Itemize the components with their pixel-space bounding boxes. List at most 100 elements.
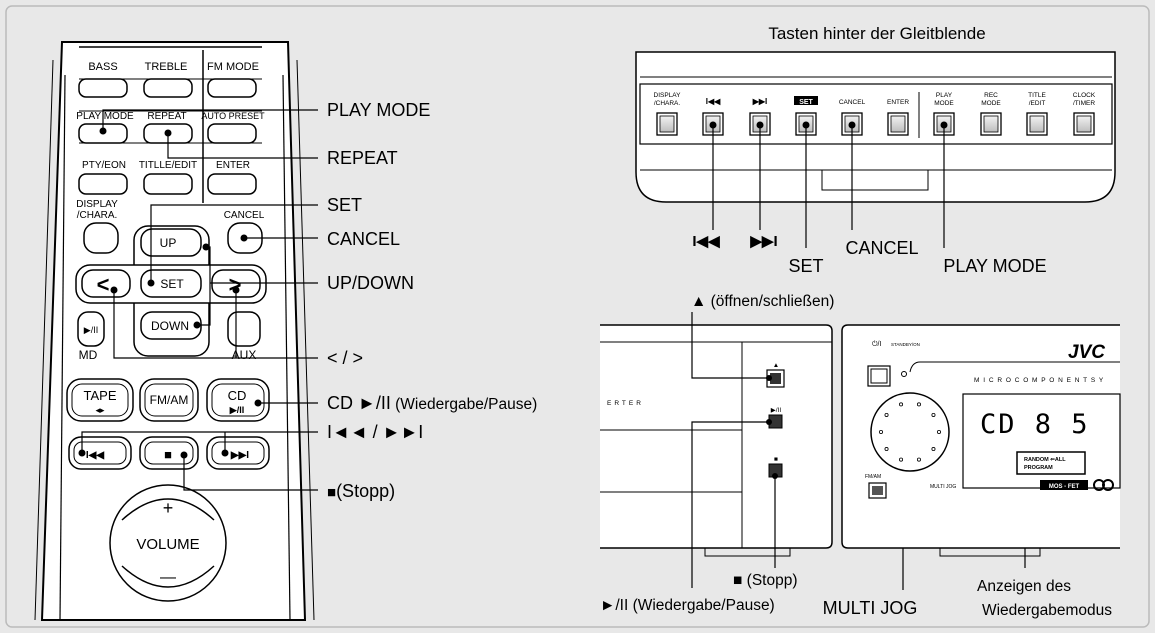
set-button[interactable] [140,269,202,298]
multi-jog-text: MULTI JOG [930,484,956,490]
callout-cancel: CANCEL [327,229,400,249]
program-indicator: PROGRAM [1024,465,1053,471]
md-play-button[interactable] [77,311,105,347]
panel-callout-next: ▶▶I [749,233,777,250]
remote-callout-dots [78,127,262,459]
md-label: MD [79,348,98,362]
eject-glyph: ▲ [773,362,779,369]
cd-button[interactable] [206,378,270,422]
panel-button-label: TITLE [1028,92,1046,99]
panel-button-label: CANCEL [839,99,866,106]
power-button[interactable] [867,365,891,387]
panel-button-face [890,115,906,133]
volume-plus: + [163,498,174,518]
up-button[interactable] [140,228,202,257]
remote-callout-lines [81,109,318,491]
pty-eon-button[interactable] [78,173,128,195]
volume-label: VOLUME [136,536,199,553]
slide-panel: Tasten hinter der Gleitblende DISPLAY/CH… [635,24,1116,276]
prev-button[interactable] [68,436,132,470]
main-unit: ▲ (öffnen/schließen) ERTER ▲ ▶/II ■ JVC [600,293,1121,619]
deck-text: ERTER [607,400,644,407]
auto-preset-button[interactable] [207,123,257,144]
stop-callout: ■ (Stopp) [733,572,798,589]
remote-control: BASS TREBLE FM MODE PLAY MODE REPEAT AUT… [34,41,318,621]
callout-stop-symbol: ■ [327,484,336,501]
prev-button-inner [73,441,127,465]
jog-dot [931,412,936,417]
cd-button-inner [211,383,265,417]
panel-button-label: MODE [934,100,954,107]
volume-up-button[interactable] [121,498,215,521]
panel-button-label: CLOCK [1073,92,1096,99]
panel-notch [821,170,929,191]
panel-button-label: /CHARA. [654,100,681,107]
volume-ring [109,484,227,602]
jog-dot [879,429,884,434]
standby-label: STANDBY/ON [891,342,920,347]
panel-button-label: SET [799,99,813,106]
display-label-line1: DISPLAY [76,199,118,210]
multi-jog-callout: MULTI JOG [823,598,918,618]
up-label: UP [160,236,177,250]
panel-set-bg [794,96,818,105]
callout-left-right: < / > [327,348,363,368]
jog-dot [899,402,904,407]
jog-dots [879,402,942,462]
cd-sub-label: ▶/II [229,405,244,415]
multi-jog-dial[interactable] [870,392,950,472]
panel-callout-set: SET [788,256,823,276]
aux-button[interactable] [227,311,261,347]
random-indicator: RANDOM ⇐ALL [1024,457,1066,463]
fm-mode-button[interactable] [207,78,257,98]
panel-button-label: ENTER [887,99,909,106]
power-glyph: ⏻/I [872,340,881,348]
set-label: SET [160,277,184,291]
fm-mode-label: FM MODE [207,61,259,73]
fm-am-label: FM/AM [150,393,189,407]
callout-stop-text: (Stopp) [336,481,395,501]
callout-up-down: UP/DOWN [327,273,414,293]
mos-fet-label: MOS - FET [1049,484,1080,490]
play-pause-callout: ►/II (Wiedergabe/Pause) [600,597,775,614]
fm-am-button[interactable] [139,378,199,422]
panel-callout-cancel: CANCEL [845,238,918,258]
remote-edge-line [296,59,315,621]
panel-callout-lines [712,125,945,248]
enter-button[interactable] [207,173,257,195]
tape-button[interactable] [66,378,134,422]
mode-indicator [1016,451,1086,475]
unit-foot [939,548,1041,557]
md-play-label: ▶/II [84,325,98,335]
next-icon: ▶▶I [230,450,249,461]
mode-callout-line1: Anzeigen des [977,578,1071,595]
panel-button-label: REC [984,92,998,99]
panel-button-label: MODE [981,100,1001,107]
remote-inner-line [59,74,66,621]
power-button-face [870,368,888,384]
panel-button-label: /EDIT [1029,100,1046,107]
stop-button-inner [144,441,194,465]
panel-button-face [659,115,675,133]
standby-led [901,371,907,377]
jog-dot [884,412,889,417]
unit-fm-am-face [872,486,883,495]
unit-fm-am-label: FM/AM [865,474,881,480]
display-chara-button[interactable] [83,222,119,254]
jog-dot [916,457,921,462]
play-mode-label: PLAY MODE [76,111,134,122]
bass-button[interactable] [78,78,128,98]
cd-label: CD [228,388,247,403]
treble-button[interactable] [143,78,193,98]
left-deck [600,324,833,549]
panel-callout-prev: I◀◀ [692,233,720,250]
jog-dot [937,429,942,434]
left-button[interactable] [81,269,131,298]
volume-down-button[interactable] [121,565,215,588]
next-button[interactable] [206,436,270,470]
cancel-label: CANCEL [224,210,265,221]
title-edit-button[interactable] [143,173,193,195]
next-button-inner [211,441,265,465]
panel-button-face [983,115,999,133]
